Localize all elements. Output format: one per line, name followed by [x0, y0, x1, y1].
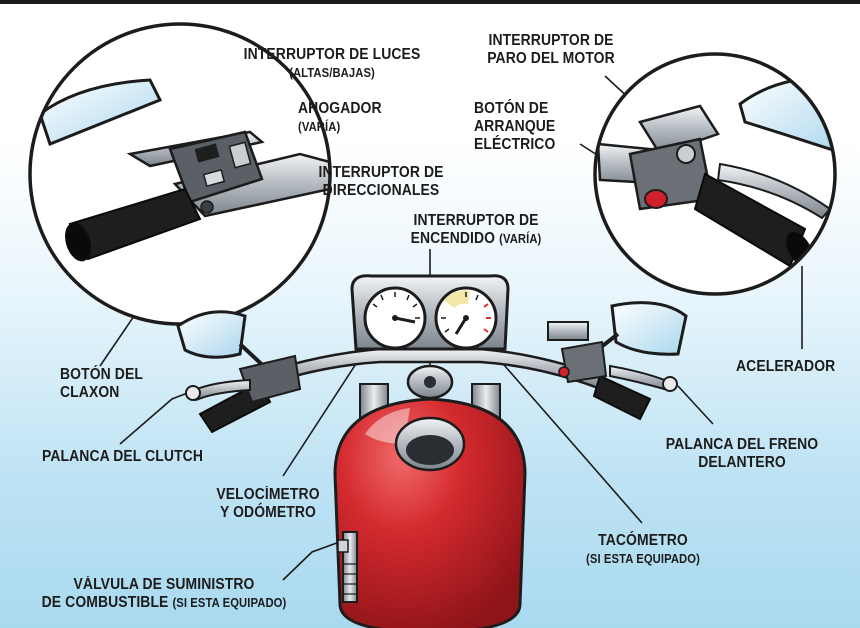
- fuel-valve-label: VÁLVULA DE SUMINISTRO DE COMBUSTIBLE (SI…: [18, 576, 310, 612]
- choke-label: AHOGADOR (VARÍA): [298, 100, 382, 136]
- clutch-lever-label: PALANCA DEL CLUTCH: [42, 448, 203, 466]
- engine-stop-switch-label-line2: PARO DEL MOTOR: [487, 50, 615, 67]
- ignition-switch-label-line1: INTERRUPTOR DE: [413, 212, 539, 229]
- engine-stop-switch-label-line1: INTERRUPTOR DE: [488, 32, 614, 49]
- turn-signal-switch-label: INTERRUPTOR DE DIRECCIONALES: [305, 164, 458, 200]
- speedometer-label-line1: VELOCÍMETRO: [216, 486, 320, 503]
- speedometer-label: VELOCÍMETRO Y ODÓMETRO: [209, 486, 328, 522]
- speedometer-label-line2: Y ODÓMETRO: [220, 504, 316, 521]
- turn-signal-switch-label-line1: INTERRUPTOR DE: [318, 164, 444, 181]
- clutch-lever-label-line1: PALANCA DEL CLUTCH: [42, 448, 204, 465]
- motorcycle-front-view: [176, 274, 688, 628]
- horn-button-label: BOTÓN DEL CLAXON: [60, 366, 143, 402]
- electric-start-button-label-line1: BOTÓN DE: [474, 100, 549, 117]
- fuel-valve-label-note: (SI ESTA EQUIPADO): [172, 596, 287, 610]
- tachometer-label-line2: (SI ESTA EQUIPADO): [586, 552, 700, 566]
- electric-start-button-label: BOTÓN DE ARRANQUE ELÉCTRICO: [474, 100, 555, 154]
- horn-button-label-line2: CLAXON: [60, 384, 120, 401]
- horn-button-label-line1: BOTÓN DEL: [60, 366, 143, 383]
- light-switch-label: INTERRUPTOR DE LUCES (ALTAS/BAJAS): [233, 46, 431, 82]
- choke-label-line1: AHOGADOR: [298, 100, 382, 117]
- ignition-switch-label-note: (VARÍA): [499, 232, 542, 246]
- light-switch-label-line2: (ALTAS/BAJAS): [289, 66, 375, 80]
- right-handlebar-closeup: [593, 52, 837, 296]
- fuel-valve-label-line1: VÁLVULA DE SUMINISTRO: [73, 576, 255, 593]
- front-brake-lever-label: PALANCA DEL FRENO DELANTERO: [661, 436, 823, 472]
- tachometer-label-line1: TACÓMETRO: [598, 532, 688, 549]
- fuel-valve-label-line2: DE COMBUSTIBLE: [41, 594, 169, 611]
- front-brake-lever-label-line1: PALANCA DEL FRENO: [665, 436, 819, 453]
- ignition-switch-label-line2: ENCENDIDO: [410, 230, 496, 247]
- tachometer-label: TACÓMETRO (SI ESTA EQUIPADO): [576, 532, 711, 568]
- choke-label-line2: (VARÍA): [298, 120, 341, 134]
- diagram-artwork: [28, 22, 837, 628]
- electric-start-button-label-line3: ELÉCTRICO: [474, 136, 556, 153]
- ignition-switch-label: INTERRUPTOR DE ENCENDIDO (VARÍA): [395, 212, 557, 248]
- electric-start-button-label-line2: ARRANQUE: [474, 118, 556, 135]
- turn-signal-switch-label-line2: DIRECCIONALES: [322, 182, 440, 199]
- front-brake-lever-label-line2: DELANTERO: [698, 454, 786, 471]
- throttle-label-line1: ACELERADOR: [736, 358, 836, 375]
- light-switch-label-line1: INTERRUPTOR DE LUCES: [243, 46, 421, 63]
- throttle-label: ACELERADOR: [736, 358, 835, 376]
- engine-stop-switch-label: INTERRUPTOR DE PARO DEL MOTOR: [476, 32, 625, 68]
- left-handlebar-closeup: [28, 22, 332, 326]
